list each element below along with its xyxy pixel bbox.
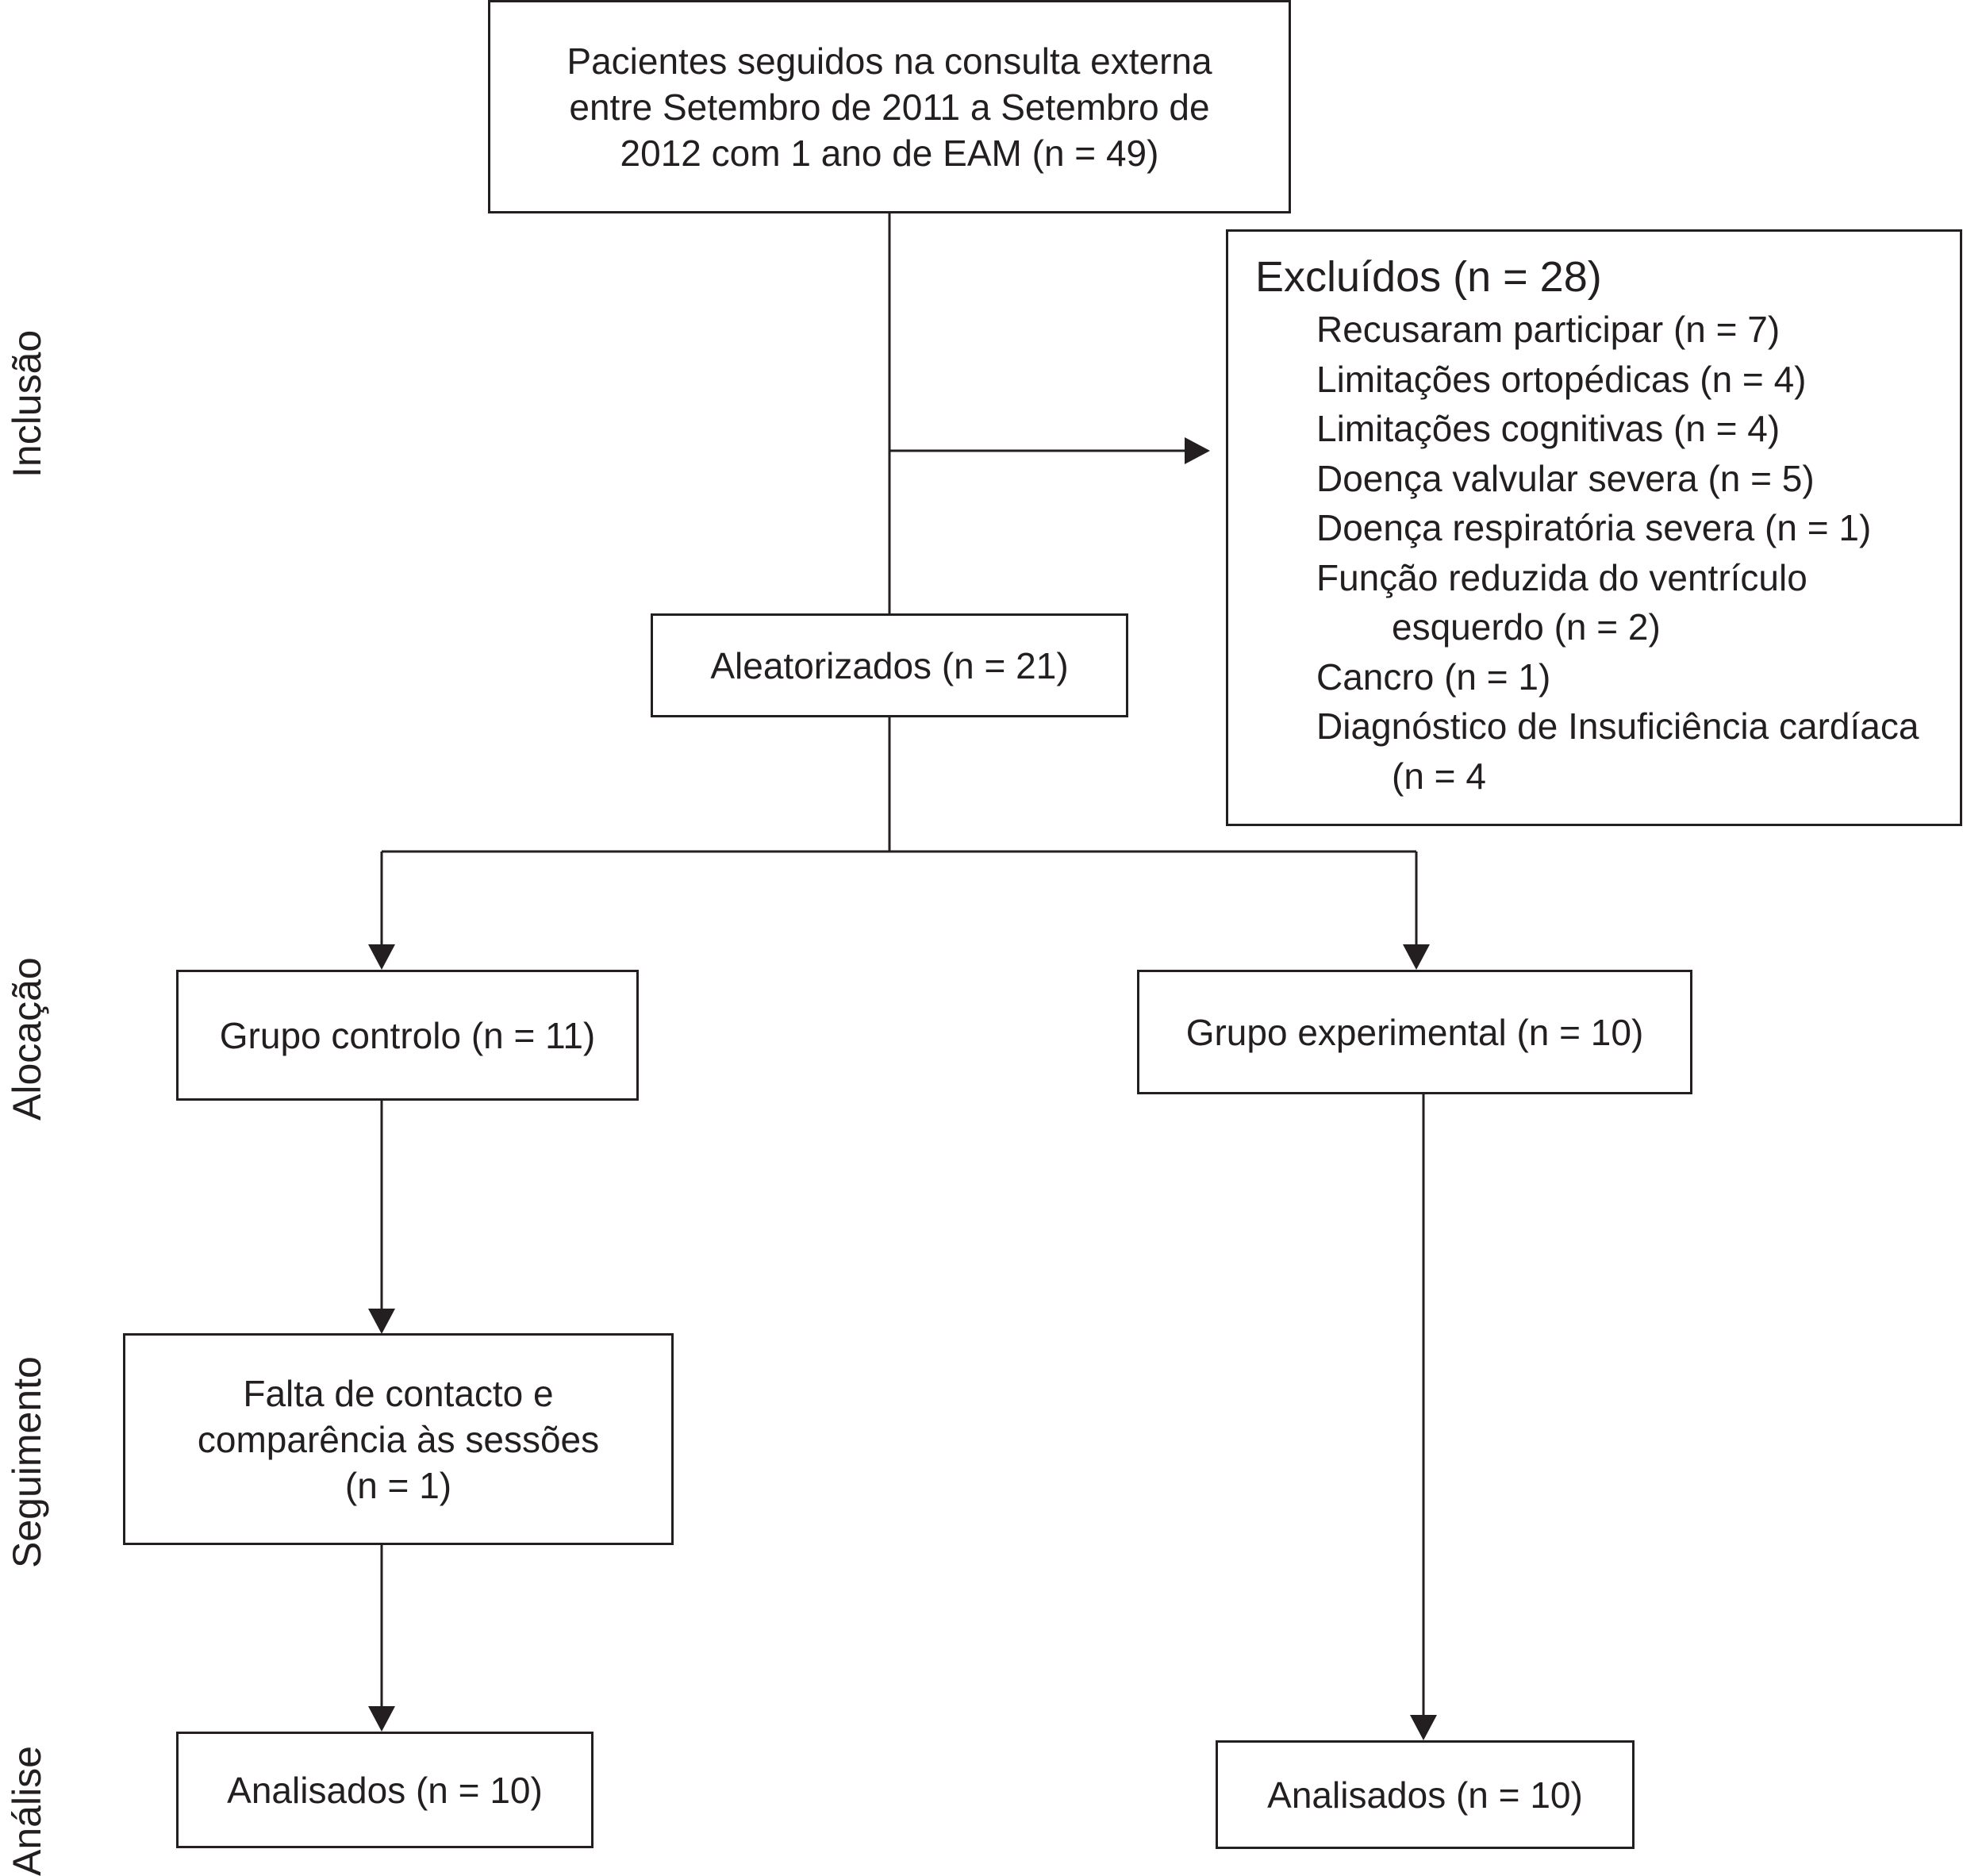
excluded-reasons-list: Recusaram participar (n = 7) Limitações …	[1316, 305, 1951, 801]
excluded-reason: Recusaram participar (n = 7)	[1316, 309, 1781, 350]
arrowhead-analyzed-experimental	[1410, 1715, 1437, 1740]
excluded-reason: Doença valvular severa (n = 5)	[1316, 457, 1815, 499]
excluded-box: Excluídos (n = 28) Recusaram participar …	[1226, 229, 1962, 826]
experimental-group-text: Grupo experimental (n = 10)	[1185, 1011, 1644, 1053]
excluded-title: Excluídos (n = 28)	[1255, 253, 1602, 301]
excluded-reason-continuation-text: esquerdo (n = 2)	[1392, 606, 1661, 648]
arrowhead-analyzed-control	[368, 1706, 395, 1732]
patients-text: Pacientes seguidos na consulta externa e…	[567, 40, 1212, 174]
analyzed-control-text: Analisados (n = 10)	[227, 1769, 543, 1811]
stage-label-allocation: Alocação	[5, 957, 49, 1121]
excluded-reason-continuation: (n = 4	[1316, 752, 1951, 802]
analyzed-experimental-box: Analisados (n = 10)	[1216, 1740, 1635, 1849]
lost-followup-text: Falta de contacto e comparência às sessõ…	[197, 1372, 600, 1506]
patients-box: Pacientes seguidos na consulta externa e…	[488, 0, 1291, 213]
stage-label-followup: Seguimento	[5, 1356, 49, 1568]
excluded-reason: Cancro (n = 1)	[1316, 655, 1551, 698]
excluded-reason-continuation-text: (n = 4	[1392, 755, 1486, 797]
stage-label-inclusion: Inclusão	[5, 329, 49, 478]
control-group-text: Grupo controlo (n = 11)	[219, 1014, 596, 1056]
excluded-reason: Função reduzida do ventrículo	[1316, 556, 1807, 598]
randomized-text: Aleatorizados (n = 21)	[710, 644, 1069, 686]
lost-followup-box: Falta de contacto e comparência às sessõ…	[123, 1333, 674, 1545]
excluded-reason: Diagnóstico de Insuficiência cardíaca	[1316, 705, 1919, 747]
arrowhead-experimental	[1403, 944, 1430, 970]
arrowhead-followup	[368, 1309, 395, 1334]
excluded-reason-continuation: esquerdo (n = 2)	[1316, 602, 1951, 652]
excluded-reason: Doença respiratória severa (n = 1)	[1316, 507, 1872, 548]
control-group-box: Grupo controlo (n = 11)	[176, 970, 639, 1101]
analyzed-control-box: Analisados (n = 10)	[176, 1732, 594, 1848]
randomized-box: Aleatorizados (n = 21)	[651, 613, 1128, 717]
arrowhead-control	[368, 944, 395, 970]
analyzed-experimental-text: Analisados (n = 10)	[1267, 1774, 1583, 1816]
stage-label-analysis: Análise	[5, 1746, 49, 1876]
excluded-reason: Limitações ortopédicas (n = 4)	[1316, 358, 1807, 400]
arrowhead-excluded	[1185, 437, 1210, 464]
experimental-group-box: Grupo experimental (n = 10)	[1137, 970, 1692, 1094]
excluded-reason: Limitações cognitivas (n = 4)	[1316, 408, 1781, 449]
